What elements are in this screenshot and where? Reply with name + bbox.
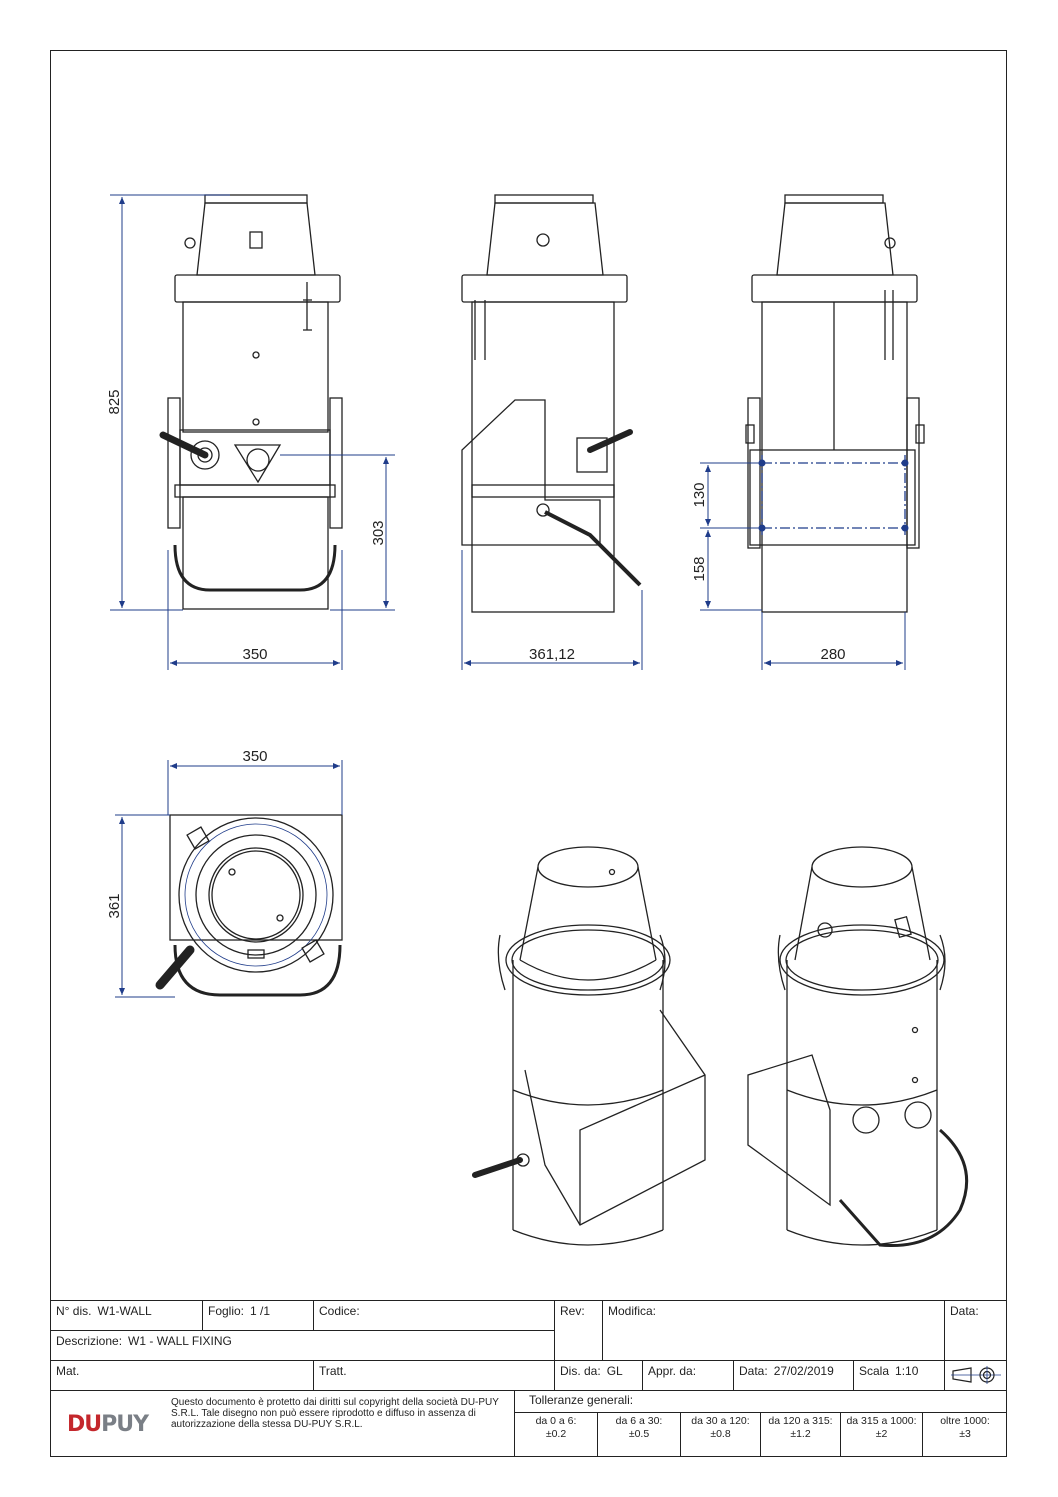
modifica-label: Modifica: <box>608 1304 657 1318</box>
dim-front-axis-height: 303 <box>370 520 387 545</box>
side-view <box>461 194 642 613</box>
drawn-by-value: GL <box>606 1364 623 1378</box>
rev-label: Rev: <box>560 1304 585 1318</box>
copyright-text: Questo documento è protetto dai diritti … <box>171 1397 499 1430</box>
date-label: Data: <box>739 1364 768 1378</box>
top-view <box>155 814 343 997</box>
drawn-by-cell: Dis. da: GL <box>554 1360 643 1391</box>
treatment-cell: Tratt. <box>313 1360 555 1391</box>
tolerance-cell: da 0 a 6:±0.2 <box>514 1412 597 1457</box>
scale-value: 1:10 <box>895 1364 919 1378</box>
drawing-number-label: N° dis. <box>56 1304 92 1318</box>
code-cell: Codice: <box>313 1300 555 1331</box>
tolerance-value: ±0.8 <box>710 1428 731 1440</box>
date-value: 27/02/2019 <box>773 1364 834 1378</box>
projection-symbol-cell <box>944 1360 1007 1391</box>
tolerance-cell: da 6 a 30:±0.5 <box>597 1412 680 1457</box>
projection-symbol-icon <box>951 1366 1001 1384</box>
revision-date-label: Data: <box>950 1304 979 1318</box>
sheet-number: 1 /1 <box>250 1304 271 1318</box>
dim-back-spacing-upper: 130 <box>691 482 708 507</box>
date-cell: Data: 27/02/2019 <box>733 1360 854 1391</box>
logo-text-left: DU <box>66 1412 102 1437</box>
dim-front-height: 825 <box>106 389 123 414</box>
tolerance-range: da 30 a 120: <box>691 1415 750 1427</box>
copyright-notice: Questo documento è protetto dai diritti … <box>165 1390 515 1457</box>
code-label: Codice: <box>319 1304 360 1318</box>
sheet-label: Foglio: <box>208 1304 245 1318</box>
tolerance-value: ±0.2 <box>545 1428 567 1440</box>
drawn-by-label: Dis. da: <box>560 1364 601 1378</box>
dim-back-width: 280 <box>820 646 845 663</box>
dim-top-width: 350 <box>242 748 267 765</box>
iso-view-left <box>472 846 706 1246</box>
tolerance-value: ±2 <box>875 1428 888 1440</box>
dimension-lines <box>110 194 906 998</box>
tolerance-cell: da 30 a 120:±0.8 <box>680 1412 760 1457</box>
scale-cell: Scala 1:10 <box>853 1360 945 1391</box>
company-logo: DUPUY <box>50 1392 165 1457</box>
tolerance-range: da 0 a 6: <box>535 1415 577 1427</box>
tolerance-cell: da 120 a 315:±1.2 <box>760 1412 840 1457</box>
title-block: N° dis.W1-WALL Foglio:1 /1 Codice: Rev: … <box>50 1300 1007 1457</box>
tolerance-value: ±1.2 <box>790 1428 811 1440</box>
dim-front-width: 350 <box>242 646 267 663</box>
drawing-number: W1-WALL <box>97 1304 152 1318</box>
tolerances-header: Tolleranze generali: <box>514 1390 1007 1413</box>
front-view <box>159 194 343 610</box>
tolerance-range: da 6 a 30: <box>615 1415 663 1427</box>
description-label: Descrizione: <box>56 1334 123 1348</box>
tolerance-value: ±3 <box>959 1428 971 1440</box>
drawing-number-cell: N° dis. W1-WALL <box>50 1300 203 1331</box>
revision-date-cell: Data: <box>944 1300 1007 1361</box>
tolerances-title: Tolleranze generali: <box>529 1393 634 1407</box>
approved-cell: Appr. da: <box>642 1360 734 1391</box>
tolerance-value: ±0.5 <box>628 1428 650 1440</box>
description-value: W1 - WALL FIXING <box>128 1334 232 1348</box>
tolerance-cell: da 315 a 1000:±2 <box>840 1412 922 1457</box>
logo-text-right: PUY <box>101 1412 149 1437</box>
modifica-cell: Modifica: <box>602 1300 945 1361</box>
iso-view-right <box>747 846 969 1248</box>
dim-side-width: 361,12 <box>529 646 575 663</box>
tolerance-cell: oltre 1000:±3 <box>922 1412 1007 1457</box>
sheet-border <box>50 50 1007 1457</box>
material-cell: Mat. <box>50 1360 314 1391</box>
rev-cell: Rev: <box>554 1300 603 1361</box>
description-cell: Descrizione: W1 - WALL FIXING <box>50 1330 555 1361</box>
approved-label: Appr. da: <box>648 1364 697 1378</box>
sheet-cell: Foglio: 1 /1 <box>202 1300 314 1331</box>
scale-label: Scala <box>859 1364 890 1378</box>
back-view <box>745 194 925 613</box>
technical-drawing: 825 303 350 361,12 280 130 158 350 361 <box>106 194 969 1248</box>
tolerance-range: da 120 a 315: <box>768 1415 833 1427</box>
material-label: Mat. <box>56 1364 80 1378</box>
tolerance-range: oltre 1000: <box>940 1415 990 1427</box>
treatment-label: Tratt. <box>319 1364 347 1378</box>
tolerance-range: da 315 a 1000: <box>846 1415 917 1427</box>
dim-back-spacing-lower: 158 <box>691 556 708 581</box>
dim-top-depth: 361 <box>106 893 123 918</box>
